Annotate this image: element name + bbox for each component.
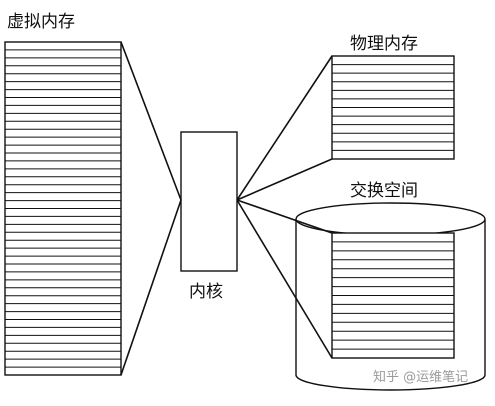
mapping-line [236, 158, 333, 201]
kernel-box [180, 131, 238, 272]
swap-cylinder-side [295, 219, 486, 391]
swap-space-cylinder [295, 202, 486, 391]
kernel-block [180, 131, 238, 272]
mapping-line [236, 199, 333, 359]
mapping-lines [120, 41, 333, 376]
swap-space-label: 交换空间 [350, 181, 418, 201]
virtual-memory-block [4, 41, 122, 376]
mapping-line [120, 199, 182, 376]
mapping-line [120, 41, 182, 201]
virtual-memory-label: 虚拟内存 [7, 12, 75, 32]
physical-memory-label: 物理内存 [350, 34, 418, 54]
mapping-line [236, 55, 333, 201]
watermark: 知乎 @运维笔记 [373, 370, 469, 385]
physical-memory-block [331, 55, 455, 160]
kernel-label: 内核 [189, 282, 223, 302]
mapping-line [236, 199, 333, 234]
